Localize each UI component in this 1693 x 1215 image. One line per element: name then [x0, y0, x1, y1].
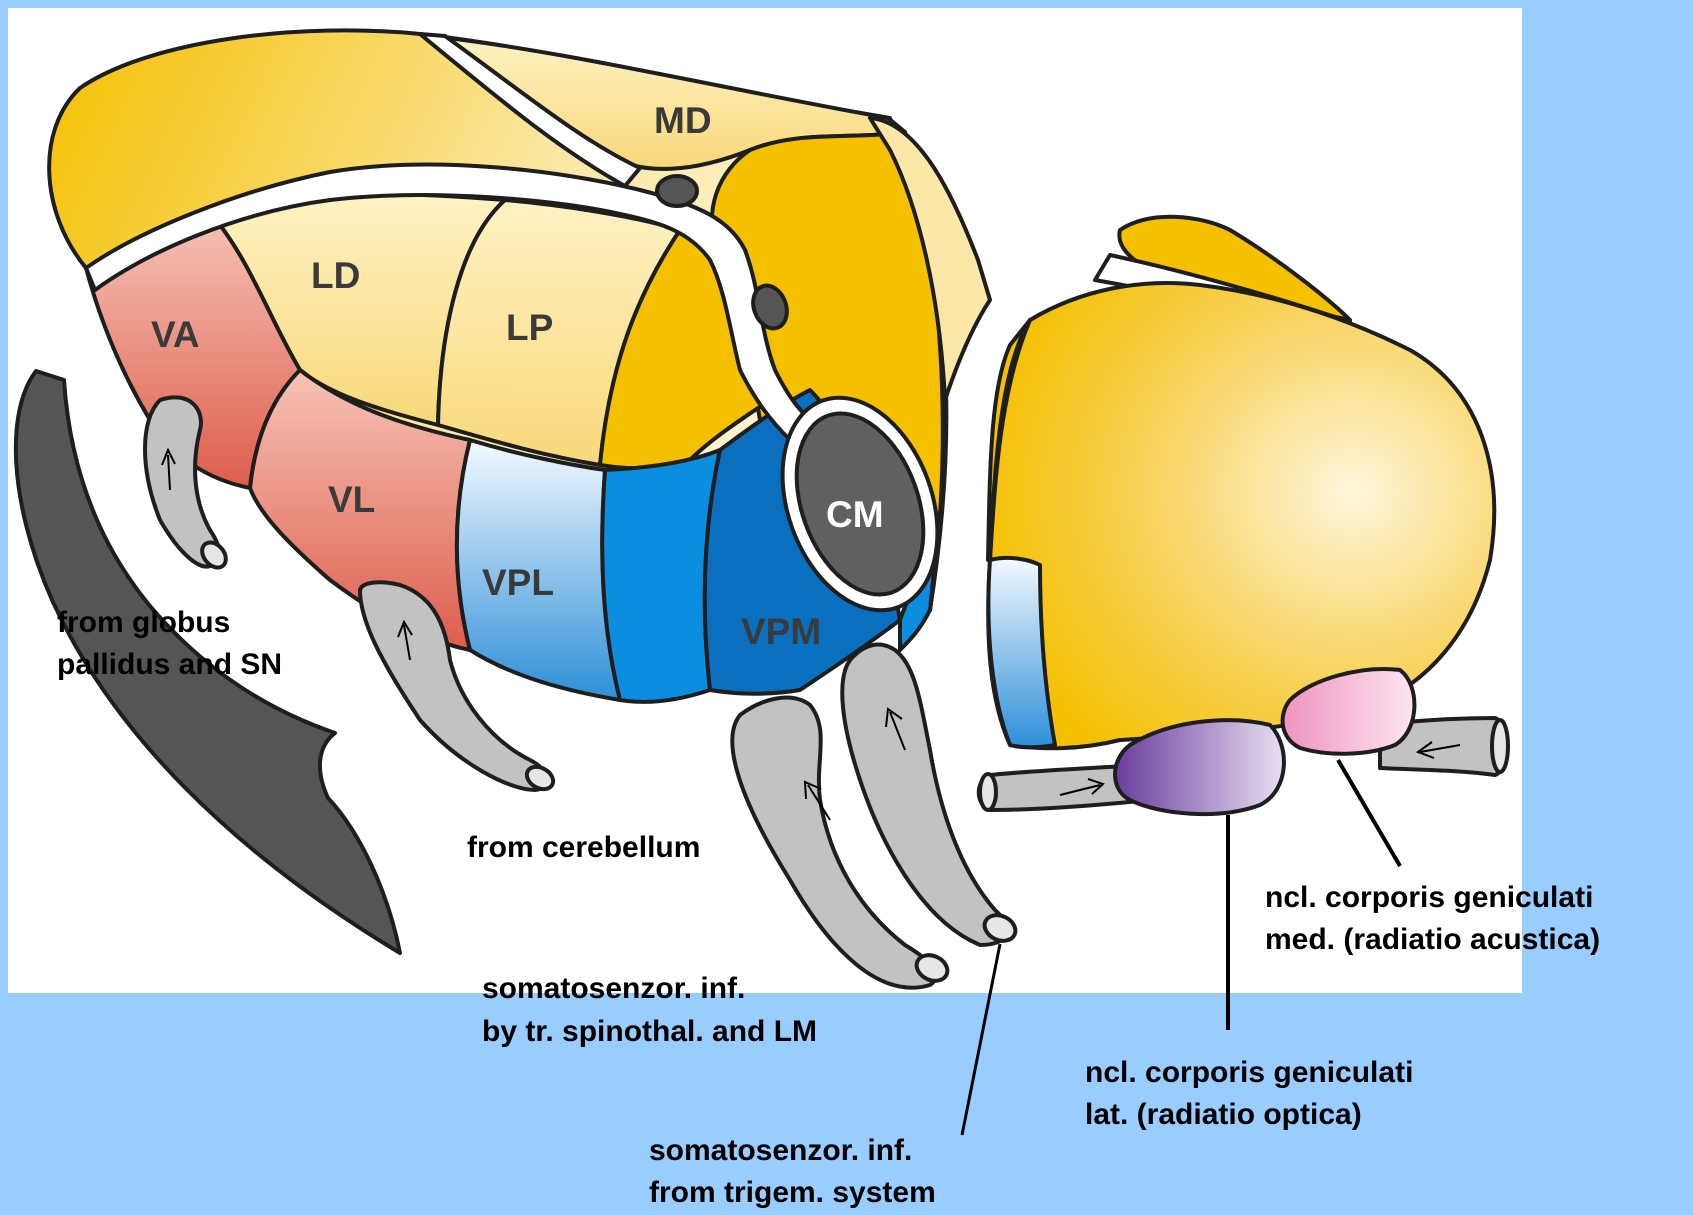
caption-lat-line1: ncl. corporis geniculati	[1085, 1056, 1413, 1089]
label-md: MD	[654, 100, 712, 141]
caption-globus-line1: from globus	[57, 606, 230, 639]
label-ld: LD	[311, 255, 360, 296]
vpl-medial-part	[602, 450, 720, 702]
pulvinar	[988, 283, 1494, 748]
label-vpm: VPM	[741, 611, 821, 652]
caption-lateral-geniculate: ncl. corporis geniculati lat. (radiatio …	[1085, 1056, 1422, 1131]
label-vpl: VPL	[482, 562, 554, 603]
label-cm: CM	[826, 494, 884, 535]
caption-trigem-line2: from trigem. system	[649, 1176, 936, 1209]
caption-spinothal-line2: by tr. spinothal. and LM	[482, 1015, 817, 1048]
lamina-nucleus-oval-1	[657, 176, 697, 206]
label-va: VA	[151, 314, 200, 355]
caption-lat-line2: lat. (radiatio optica)	[1085, 1098, 1362, 1131]
caption-med-line1: ncl. corporis geniculati	[1265, 881, 1593, 914]
label-lp: LP	[506, 307, 553, 348]
caption-spinothal-line1: somatosenzor. inf.	[482, 972, 745, 1005]
caption-cerebellum: from cerebellum	[467, 831, 700, 864]
caption-trigem-line1: somatosenzor. inf.	[649, 1134, 912, 1167]
caption-globus-line2: pallidus and SN	[57, 648, 282, 681]
label-vl: VL	[328, 479, 375, 520]
caption-trigeminal: somatosenzor. inf. from trigem. system	[649, 1134, 936, 1209]
caption-med-line2: med. (radiatio acustica)	[1265, 923, 1600, 956]
